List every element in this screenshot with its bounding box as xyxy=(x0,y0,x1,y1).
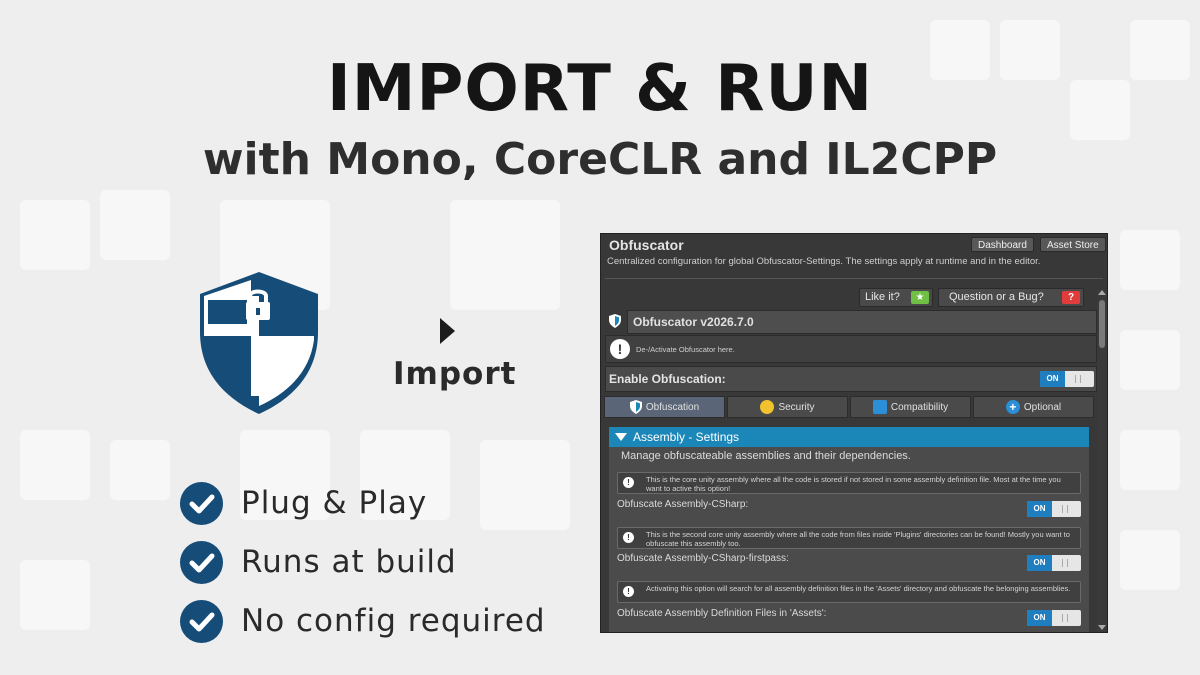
window-description: Centralized configuration for global Obf… xyxy=(607,256,1041,267)
hint-box: ! This is the core unity assembly where … xyxy=(617,472,1081,494)
feature-item: No config required xyxy=(180,599,546,643)
toggle-on-label: ON xyxy=(1027,610,1052,626)
info-icon: ! xyxy=(623,477,634,488)
shield-icon xyxy=(629,400,642,414)
scroll-down-icon[interactable] xyxy=(1098,625,1106,630)
import-label: Import xyxy=(393,356,517,392)
like-label: Like it? xyxy=(865,291,900,303)
feature-item: Plug & Play xyxy=(180,481,546,525)
enable-obfuscation-label: Enable Obfuscation: xyxy=(609,372,726,386)
bug-report-button[interactable]: Question or a Bug? ? xyxy=(938,288,1084,307)
tab-compatibility[interactable]: Compatibility xyxy=(850,396,971,418)
enable-obfuscation-toggle[interactable]: ON xyxy=(1040,371,1094,387)
toggle-grip xyxy=(1062,505,1068,513)
tab-obfuscation[interactable]: Obfuscation xyxy=(604,396,725,418)
window-title: Obfuscator xyxy=(609,237,684,253)
scroll-thumb[interactable] xyxy=(1099,300,1105,348)
info-text: De-/Activate Obfuscator here. xyxy=(636,345,735,354)
like-button[interactable]: Like it? ★ xyxy=(859,288,933,307)
chevron-down-icon xyxy=(615,433,627,441)
assembly-definition-toggle[interactable]: ON xyxy=(1027,610,1081,626)
checkmark-icon xyxy=(180,599,223,643)
obfuscator-settings-window: Obfuscator Dashboard Asset Store Central… xyxy=(600,233,1108,633)
section-header[interactable]: Assembly - Settings xyxy=(609,427,1089,447)
hint-box: ! Activating this option will search for… xyxy=(617,581,1081,603)
feature-list: Plug & Play Runs at build No config requ… xyxy=(180,481,546,659)
tab-label: Compatibility xyxy=(890,401,949,413)
tab-optional[interactable]: + Optional xyxy=(973,396,1094,418)
info-icon: ! xyxy=(623,532,634,543)
version-row: Obfuscator v2026.7.0 xyxy=(605,310,1097,334)
dashboard-button[interactable]: Dashboard xyxy=(971,237,1034,252)
checkmark-icon xyxy=(180,540,223,584)
feature-item: Runs at build xyxy=(180,540,546,584)
tab-label: Obfuscation xyxy=(645,401,700,413)
bug-label: Question or a Bug? xyxy=(949,291,1044,303)
section-title: Assembly - Settings xyxy=(633,430,740,444)
toggle-grip xyxy=(1075,375,1081,383)
arrow-right-icon xyxy=(440,318,455,344)
enable-obfuscation-row: Enable Obfuscation: ON xyxy=(605,366,1097,392)
subheadline: with Mono, CoreCLR and IL2CPP xyxy=(202,134,998,185)
toggle-on-label: ON xyxy=(1027,501,1052,517)
option-label: Obfuscate Assembly Definition Files in '… xyxy=(617,608,827,619)
headline: IMPORT & RUN xyxy=(326,52,874,126)
lock-icon xyxy=(760,400,775,414)
assembly-csharp-toggle[interactable]: ON xyxy=(1027,501,1081,517)
plus-icon: + xyxy=(1005,400,1020,414)
puzzle-icon xyxy=(872,400,887,414)
toggle-grip xyxy=(1062,559,1068,567)
info-icon: ! xyxy=(610,339,630,359)
tab-security[interactable]: Security xyxy=(727,396,848,418)
question-icon: ? xyxy=(1062,291,1080,304)
section-description: Manage obfuscateable assemblies and thei… xyxy=(621,450,911,462)
info-box: ! De-/Activate Obfuscator here. xyxy=(605,335,1097,363)
checkmark-icon xyxy=(180,481,223,525)
toggle-grip xyxy=(1062,614,1068,622)
hint-text: This is the second core unity assembly w… xyxy=(646,530,1070,548)
version-label: Obfuscator v2026.7.0 xyxy=(627,310,1097,334)
hint-box: ! This is the second core unity assembly… xyxy=(617,527,1081,549)
option-label: Obfuscate Assembly-CSharp-firstpass: xyxy=(617,553,789,564)
tab-label: Security xyxy=(778,401,815,413)
toggle-on-label: ON xyxy=(1027,555,1052,571)
divider xyxy=(605,278,1103,279)
assembly-settings-section: Assembly - Settings Manage obfuscateable… xyxy=(609,427,1089,632)
asset-store-button[interactable]: Asset Store xyxy=(1040,237,1106,252)
scrollbar[interactable] xyxy=(1097,290,1107,632)
hint-text: This is the core unity assembly where al… xyxy=(646,475,1061,493)
settings-tabs: Obfuscation Security Compatibility + Opt… xyxy=(604,396,1094,418)
shield-logo-icon xyxy=(200,272,318,414)
option-label: Obfuscate Assembly-CSharp: xyxy=(617,499,749,510)
info-icon: ! xyxy=(623,586,634,597)
toggle-on-label: ON xyxy=(1040,371,1065,387)
shield-icon xyxy=(609,314,621,328)
scroll-up-icon[interactable] xyxy=(1098,290,1106,295)
feature-label: Runs at build xyxy=(241,544,457,580)
assembly-csharp-firstpass-toggle[interactable]: ON xyxy=(1027,555,1081,571)
tab-label: Optional xyxy=(1023,401,1062,413)
feature-label: No config required xyxy=(241,603,546,639)
hint-text: Activating this option will search for a… xyxy=(646,584,1071,593)
star-icon: ★ xyxy=(911,291,929,304)
feature-label: Plug & Play xyxy=(241,485,428,521)
